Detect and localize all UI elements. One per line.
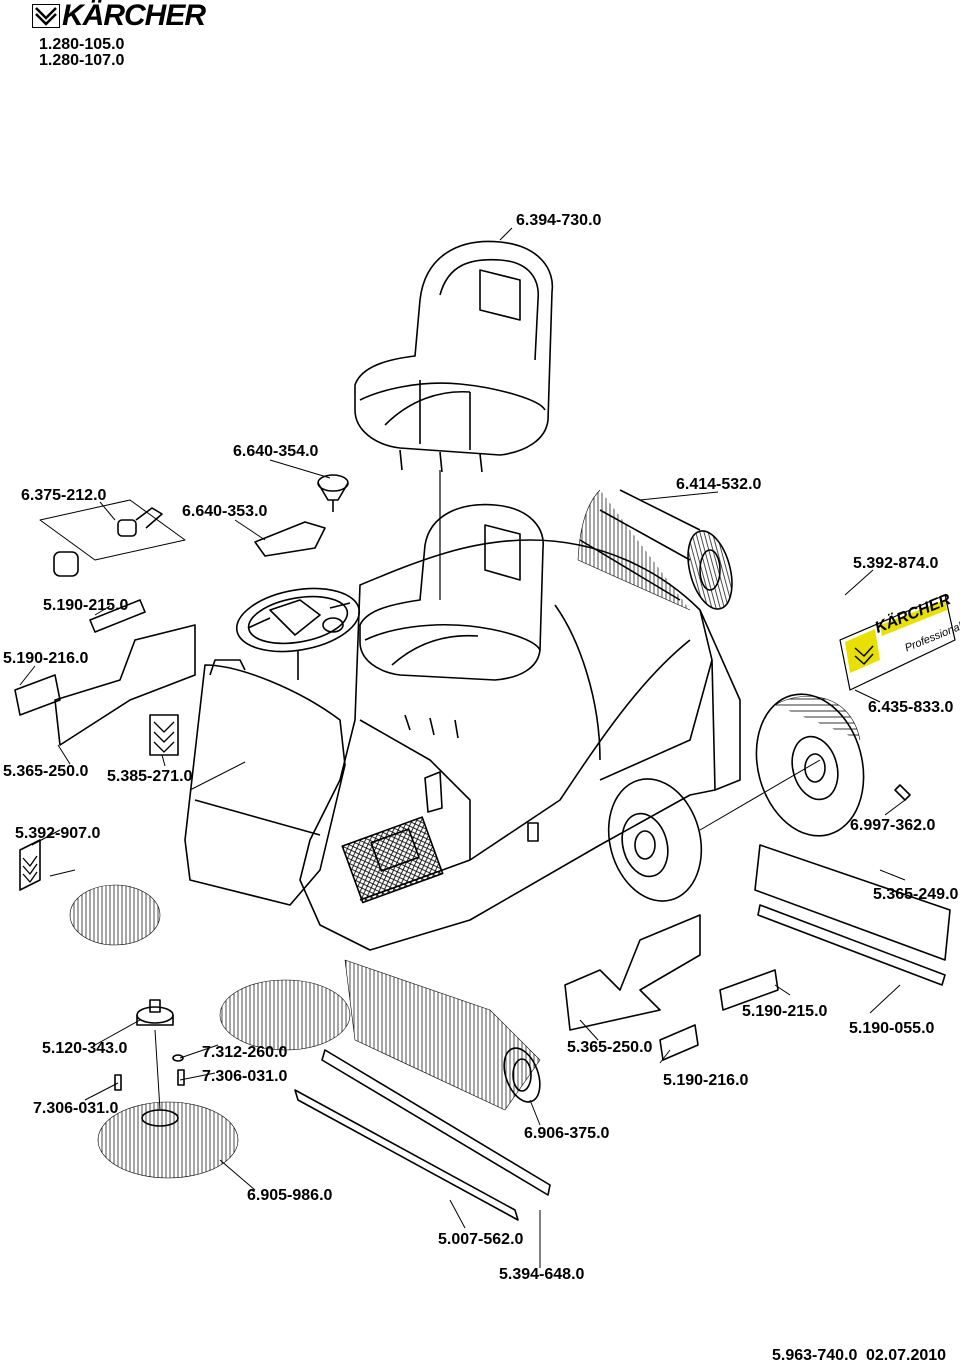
part-label: 5.365-249.0 — [873, 886, 959, 903]
decal-subtitle: Professional — [903, 620, 960, 654]
bracket-5.190-216 — [14, 674, 61, 716]
part-label: 6.640-353.0 — [182, 503, 268, 520]
part-label: 5.365-250.0 — [3, 763, 89, 780]
part-label: 5.007-562.0 — [438, 1231, 524, 1248]
part-label: 6.640-354.0 — [233, 443, 319, 460]
seat-exploded — [354, 240, 554, 473]
part-label: 5.190-215.0 — [43, 597, 129, 614]
part-label: 5.394-648.0 — [499, 1266, 585, 1283]
skirt-5.365-250-right — [564, 914, 701, 1031]
bracket-5.190-216-right — [659, 1024, 699, 1061]
footer: 5.963-740.0 02.07.2010 — [772, 1347, 946, 1364]
decal-5.392-907 — [19, 839, 41, 891]
seat-mounted — [359, 470, 544, 739]
squeegee-5.394-648 — [294, 1089, 519, 1221]
part-label: 7.312-260.0 — [202, 1044, 288, 1061]
brand-logotype: KÄRCHER — [62, 0, 206, 32]
key-switch-part — [39, 499, 186, 577]
part-label: 5.190-055.0 — [849, 1020, 935, 1037]
karcher-chevron-icon — [32, 4, 60, 28]
part-label: 6.997-362.0 — [850, 817, 936, 834]
part-label: 7.306-031.0 — [202, 1068, 288, 1085]
document-date: 02.07.2010 — [866, 1347, 946, 1364]
part-label: 6.435-833.0 — [868, 699, 954, 716]
brand-decal-5.392-874 — [839, 594, 956, 691]
part-label: 5.120-343.0 — [42, 1040, 128, 1057]
part-label: 5.385-271.0 — [107, 768, 193, 785]
skirt-5.365-250-left — [54, 624, 196, 746]
part-label: 5.190-215.0 — [742, 1003, 828, 1020]
skirt-5.365-249 — [754, 844, 951, 961]
squeegee-5.007-562 — [321, 1049, 551, 1196]
front-console — [184, 659, 346, 906]
bracket-5.190-215-right — [719, 969, 779, 1011]
strip-5.190-055 — [757, 904, 946, 986]
cover-part — [254, 521, 326, 557]
bracket-5.190-215 — [89, 599, 146, 633]
side-brush-exploded — [97, 1101, 239, 1179]
part-label: 5.190-216.0 — [663, 1072, 749, 1089]
part-label: 5.392-907.0 — [15, 825, 101, 842]
mounted-wheel — [607, 778, 703, 902]
part-label: 7.306-031.0 — [33, 1100, 119, 1117]
model-number-2: 1.280-107.0 — [39, 52, 125, 69]
brush-hub-5.120-343 — [114, 999, 185, 1111]
decal-text: KÄRCHER Professional — [872, 590, 960, 654]
part-label: 6.394-730.0 — [516, 212, 602, 229]
part-label: 6.375-212.0 — [21, 487, 107, 504]
part-label: 6.414-532.0 — [676, 476, 762, 493]
rear-wheel-exploded — [755, 693, 911, 837]
karcher-logo: KÄRCHER — [32, 0, 222, 32]
model-number-1: 1.280-105.0 — [39, 36, 125, 53]
part-label: 6.906-375.0 — [524, 1125, 610, 1142]
side-brush-mounted — [69, 884, 351, 1051]
rear-roller-brush — [577, 489, 733, 611]
decal-5.385-271 — [149, 714, 179, 756]
part-label: 5.190-216.0 — [3, 650, 89, 667]
part-labels: 6.394-730.0 6.640-354.0 6.414-532.0 6.37… — [3, 212, 959, 1283]
document-number: 5.963-740.0 — [772, 1347, 858, 1364]
part-label: 6.905-986.0 — [247, 1187, 333, 1204]
knob-part — [317, 474, 349, 512]
leader-lines — [19, 227, 906, 1268]
part-label: 5.365-250.0 — [567, 1039, 653, 1056]
main-roller-brush — [344, 959, 541, 1111]
part-label: 5.392-874.0 — [853, 555, 939, 572]
steering-wheel — [235, 587, 361, 680]
